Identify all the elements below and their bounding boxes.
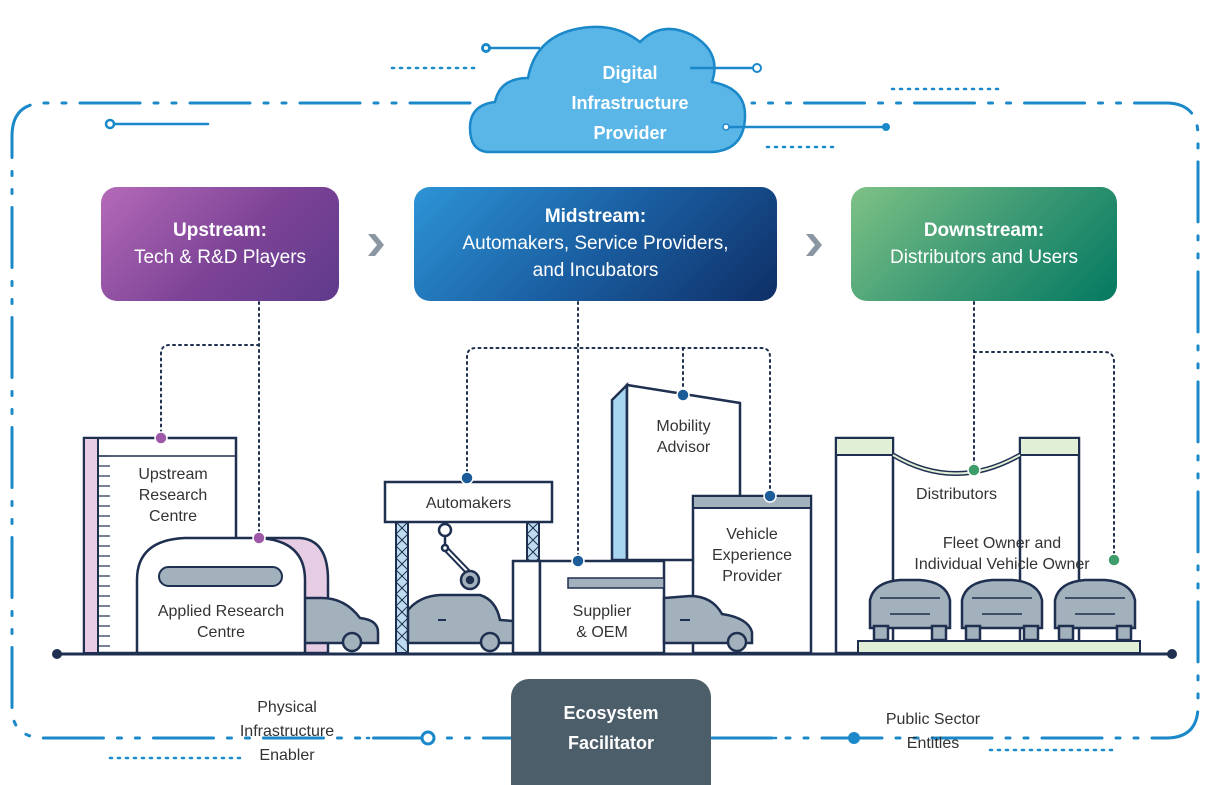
- midstream-subtitle-line-2: and Incubators: [532, 260, 659, 281]
- midstream-title: Midstream:: [544, 206, 647, 227]
- upstream-title: Upstream:: [173, 219, 267, 241]
- upstream-subtitle: Tech & R&D Players: [133, 246, 307, 268]
- label-line: Mobility: [656, 418, 711, 435]
- label-line: Entitles: [906, 735, 960, 752]
- automakers-label: Automakers: [385, 493, 552, 514]
- label-line: Individual Vehicle Owner: [914, 556, 1090, 573]
- connector-dots: [154, 388, 1121, 568]
- robot-arm-icon: [437, 522, 481, 591]
- applied-research-centre-label: Applied Research Centre: [137, 601, 305, 643]
- label-line: Provider: [722, 568, 782, 585]
- automakers-building: [383, 480, 554, 654]
- label-line: Centre: [148, 508, 198, 525]
- label-line: Facilitator: [567, 733, 655, 753]
- label-line: & OEM: [576, 624, 628, 641]
- car-front-icon: [868, 578, 1137, 642]
- label-line: Supplier: [572, 603, 632, 620]
- car-illustration: [298, 596, 380, 653]
- cloud-line-3: Provider: [593, 123, 667, 143]
- upstream-box: Upstream: Tech & R&D Players: [101, 187, 339, 301]
- label-line: Centre: [196, 624, 246, 641]
- flow-arrows: [368, 234, 822, 256]
- ground-line: [52, 649, 1177, 659]
- label-line: Research: [138, 487, 208, 504]
- midstream-box: Midstream: Automakers, Service Providers…: [414, 187, 777, 301]
- dotted-connectors: [160, 301, 1115, 562]
- label-line: Advisor: [656, 439, 711, 456]
- chevron-right-icon: [806, 234, 822, 256]
- vehicle-experience-building: [662, 494, 813, 655]
- cloud-line-2: Infrastructure: [571, 93, 689, 113]
- applied-research-building: [135, 536, 380, 655]
- downstream-title: Downstream:: [923, 219, 1045, 241]
- chevron-right-icon: [368, 234, 384, 256]
- physical-infrastructure-enabler-label: Physical Infrastructure Enabler: [222, 696, 352, 768]
- label-line: Experience: [711, 547, 793, 564]
- car-illustration: [662, 594, 754, 653]
- label-line: Enabler: [259, 747, 315, 764]
- label-line: Applied Research: [157, 603, 285, 620]
- digital-infrastructure-provider-label: Digital Infrastructure Provider: [530, 58, 730, 148]
- label-line: Physical: [257, 699, 317, 716]
- ecosystem-frame: [10, 101, 1200, 740]
- label-line: Vehicle: [726, 526, 778, 543]
- public-sector-entities-label: Public Sector Entitles: [868, 708, 998, 756]
- cloud-line-1: Digital: [602, 63, 658, 83]
- label-line: Ecosystem: [563, 703, 659, 723]
- ecosystem-facilitator-box: Ecosystem Facilitator: [511, 679, 711, 785]
- label-line: Upstream: [138, 466, 208, 483]
- fleet-owner-label: Fleet Owner and Individual Vehicle Owner: [893, 533, 1111, 575]
- upstream-research-centre-label: Upstream Research Centre: [110, 464, 236, 527]
- label-line: Automakers: [425, 495, 512, 512]
- bottom-nodes: [420, 730, 860, 746]
- downstream-box: Downstream: Distributors and Users: [851, 187, 1117, 301]
- midstream-subtitle-line-1: Automakers, Service Providers,: [462, 233, 729, 254]
- cloud-shape: [468, 25, 890, 154]
- mobility-advisor-label: Mobility Advisor: [627, 416, 740, 458]
- downstream-subtitle: Distributors and Users: [890, 246, 1078, 268]
- label-line: Distributors: [916, 486, 997, 503]
- car-illustration: [406, 593, 529, 653]
- distributors-label: Distributors: [893, 484, 1020, 505]
- label-line: Public Sector: [885, 711, 981, 728]
- label-line: Fleet Owner and: [942, 535, 1062, 552]
- supplier-oem-label: Supplier & OEM: [540, 601, 664, 643]
- vehicle-experience-provider-label: Vehicle Experience Provider: [693, 524, 811, 587]
- label-line: Infrastructure: [239, 723, 335, 740]
- decor-lines: [104, 66, 1117, 760]
